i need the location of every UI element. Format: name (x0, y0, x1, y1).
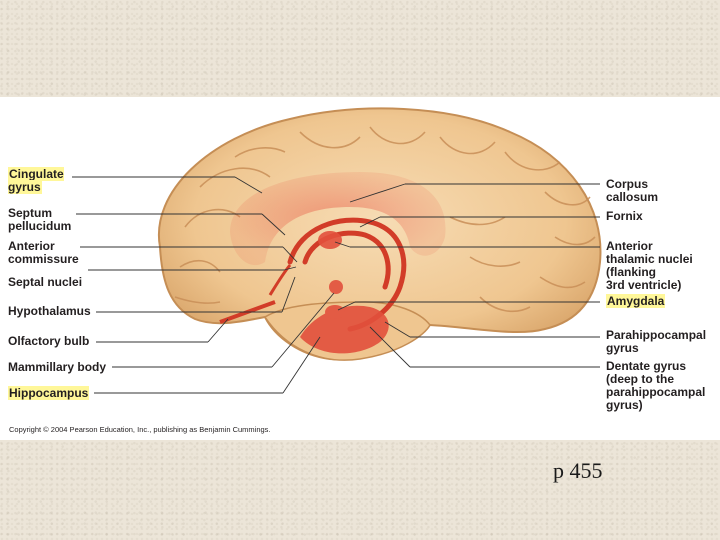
brain-figure: Cingulate gyrus Septum pellucidum Anteri… (0, 97, 720, 440)
label-parahippocampal-gyrus: Parahippocampal gyrus (606, 329, 706, 355)
label-septum-pellucidum: Septum pellucidum (8, 207, 71, 233)
label-dentate-gyrus: Dentate gyrus (deep to the parahippocamp… (606, 360, 705, 412)
page-reference: p 455 (553, 458, 603, 484)
label-cingulate-gyrus: Cingulate gyrus (8, 168, 64, 194)
label-anterior-commissure: Anterior commissure (8, 240, 79, 266)
cingulate-gyrus-text: Cingulate gyrus (8, 167, 64, 194)
label-amygdala: Amygdala (606, 295, 665, 308)
mammillary-body-shape (329, 280, 343, 294)
label-anterior-thalamic-nuclei: Anterior thalamic nuclei (flanking 3rd v… (606, 240, 693, 292)
label-corpus-callosum: Corpus callosum (606, 178, 658, 204)
amygdala-text: Amygdala (606, 294, 665, 308)
label-hippocampus: Hippocampus (8, 387, 89, 400)
label-mammillary-body: Mammillary body (8, 361, 106, 374)
thalamus-shape (318, 231, 342, 249)
hippocampus-text: Hippocampus (8, 386, 89, 400)
label-olfactory-bulb: Olfactory bulb (8, 335, 89, 348)
copyright-notice: Copyright © 2004 Pearson Education, Inc.… (9, 425, 271, 434)
label-septal-nuclei: Septal nuclei (8, 276, 82, 289)
label-fornix: Fornix (606, 210, 643, 223)
amygdala-shape (325, 305, 345, 319)
label-hypothalamus: Hypothalamus (8, 305, 91, 318)
